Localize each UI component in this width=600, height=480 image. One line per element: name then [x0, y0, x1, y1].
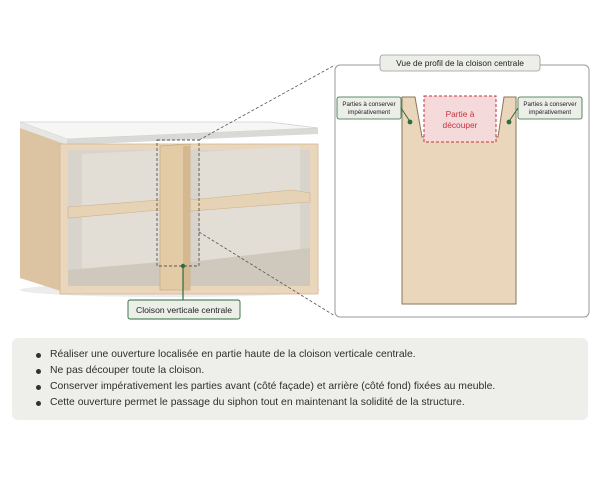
instructions-box: Réaliser une ouverture localisée en part… [12, 338, 588, 420]
cabinet-left-side [20, 128, 67, 293]
cut-label-line2: découper [443, 120, 478, 130]
cut-label-line1: Partie à [446, 109, 475, 119]
profile-title-box [379, 54, 541, 72]
instruction-item: Conserver impérativement les parties ava… [36, 379, 578, 395]
cut-zone [423, 95, 497, 143]
diagram: Cloison verticale centrale Vue de profil… [19, 54, 590, 320]
bullet-icon [36, 385, 41, 390]
instruction-text: Réaliser une ouverture localisée en part… [50, 349, 416, 360]
profile-panel: Vue de profil de la cloison centrale Par… [334, 54, 590, 318]
keep-left-line2: impérativement [348, 109, 391, 116]
instruction-text: Ne pas découper toute la cloison. [50, 365, 205, 376]
partition-label: Cloison verticale centrale [136, 305, 232, 315]
cabinet-illustration: Cloison verticale centrale [19, 121, 320, 320]
instructions-list: Réaliser une ouverture localisée en part… [36, 347, 578, 411]
keep-right-line1: Parties à conserver [523, 101, 576, 108]
bullet-icon [36, 353, 41, 358]
profile-title: Vue de profil de la cloison centrale [396, 58, 524, 68]
keep-left-pointer [407, 119, 413, 125]
projection-lines [198, 64, 336, 317]
partition-profile [401, 96, 517, 305]
bullet-icon [36, 369, 41, 374]
partition-highlight-box [156, 139, 200, 267]
keep-right-line2: impérativement [529, 109, 572, 116]
instruction-item: Réaliser une ouverture localisée en part… [36, 347, 578, 363]
keep-left-line1: Parties à conserver [342, 101, 395, 108]
bullet-icon [36, 401, 41, 406]
instruction-item: Ne pas découper toute la cloison. [36, 363, 578, 379]
partition-label-box [127, 299, 241, 320]
instruction-text: Cette ouverture permet le passage du sip… [50, 397, 465, 408]
instruction-text: Conserver impérativement les parties ava… [50, 381, 496, 392]
keep-right-pointer [506, 119, 512, 125]
instruction-item: Cette ouverture permet le passage du sip… [36, 395, 578, 411]
